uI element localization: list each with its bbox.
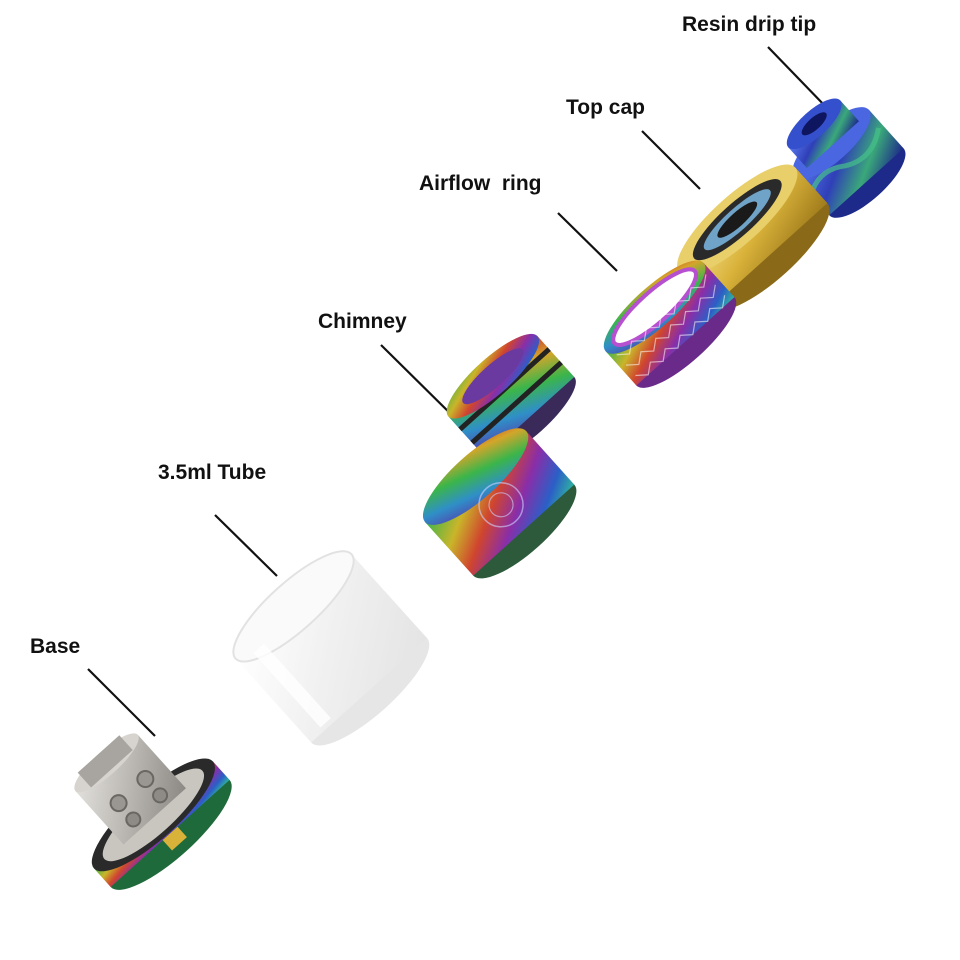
label-top-cap: Top cap (566, 96, 645, 119)
base-illustration (74, 733, 232, 890)
leader-line-top-cap (641, 130, 701, 190)
label-resin-drip-tip: Resin drip tip (682, 13, 816, 36)
leader-line-drip-tip (767, 46, 828, 109)
label-chimney: Chimney (318, 310, 407, 333)
drip-tip-illustration (786, 98, 906, 218)
tube-illustration (232, 550, 430, 746)
leader-line-tube (214, 514, 278, 577)
label-tube: 3.5ml Tube (158, 461, 266, 484)
label-base: Base (30, 635, 80, 658)
label-airflow-ring: Airflow ring (419, 172, 542, 195)
leader-line-airflow-ring (557, 212, 618, 272)
leader-line-base (87, 668, 156, 737)
chimney-illustration (422, 333, 577, 579)
top-cap-illustration (677, 164, 830, 311)
airflow-ring-illustration (603, 260, 737, 388)
